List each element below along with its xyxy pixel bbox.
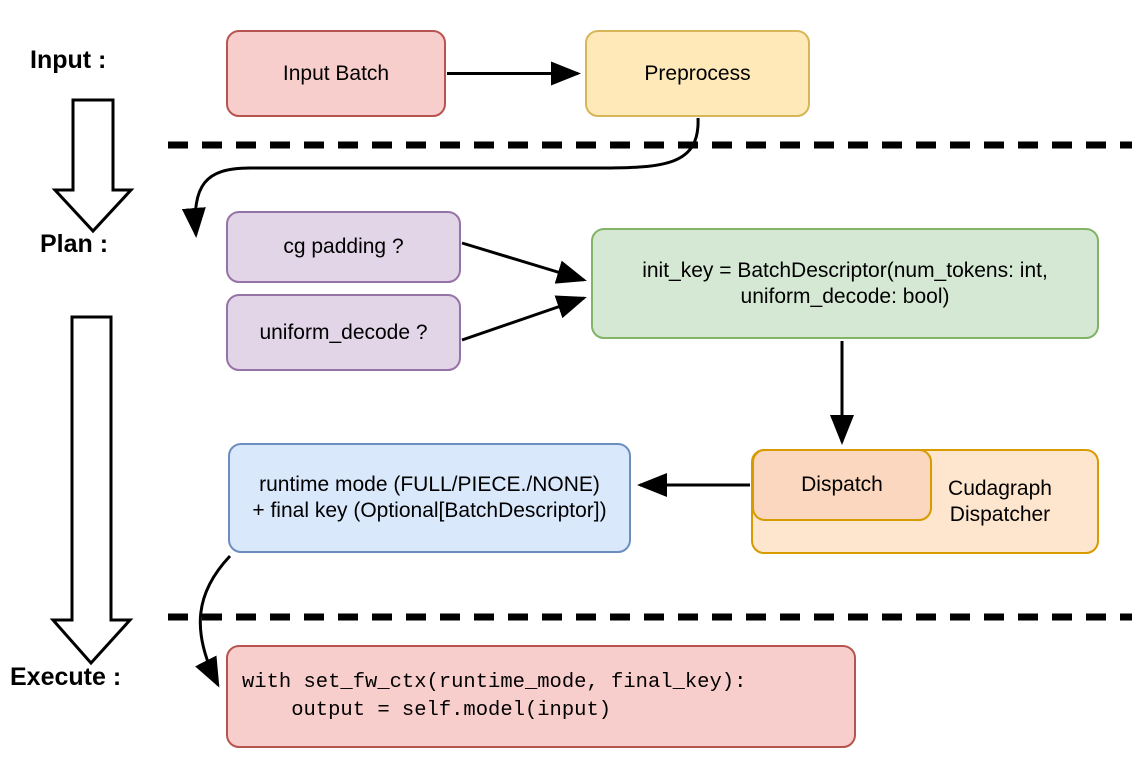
node-preprocess[interactable]: Preprocess bbox=[585, 30, 810, 117]
node-cudagraph-dispatcher-label: Cudagraph Dispatcher bbox=[948, 476, 1052, 526]
node-cg-padding[interactable]: cg padding ? bbox=[226, 211, 461, 283]
node-dispatch-label: Dispatch bbox=[801, 473, 883, 497]
stage-label-input: Input : bbox=[30, 46, 107, 74]
node-uniform-decode[interactable]: uniform_decode ? bbox=[226, 294, 461, 371]
node-input-batch[interactable]: Input Batch bbox=[226, 30, 446, 117]
edge-uniform-decode-to-init-key bbox=[461, 295, 587, 342]
block-arrow-input-to-plan bbox=[51, 98, 135, 234]
node-execute-code-label: with set_fw_ctx(runtime_mode, final_key)… bbox=[242, 670, 747, 722]
block-arrow-plan-to-execute bbox=[49, 315, 134, 666]
node-init-key[interactable]: init_key = BatchDescriptor(num_tokens: i… bbox=[591, 228, 1099, 339]
edge-cg-padding-to-init-key bbox=[461, 241, 587, 284]
stage-label-execute: Execute : bbox=[10, 663, 122, 691]
node-uniform-decode-label: uniform_decode ? bbox=[259, 320, 428, 344]
node-execute-code[interactable]: with set_fw_ctx(runtime_mode, final_key)… bbox=[226, 645, 856, 748]
node-runtime-mode[interactable]: runtime mode (FULL/PIECE./NONE) + final … bbox=[228, 443, 631, 553]
node-dispatch[interactable]: Dispatch bbox=[752, 449, 932, 521]
node-runtime-mode-label: runtime mode (FULL/PIECE./NONE) + final … bbox=[252, 473, 607, 522]
stage-label-plan: Plan : bbox=[40, 230, 109, 258]
node-cg-padding-label: cg padding ? bbox=[283, 235, 404, 259]
node-init-key-label: init_key = BatchDescriptor(num_tokens: i… bbox=[642, 258, 1048, 308]
node-input-batch-label: Input Batch bbox=[282, 61, 390, 85]
node-preprocess-label: Preprocess bbox=[644, 61, 751, 85]
